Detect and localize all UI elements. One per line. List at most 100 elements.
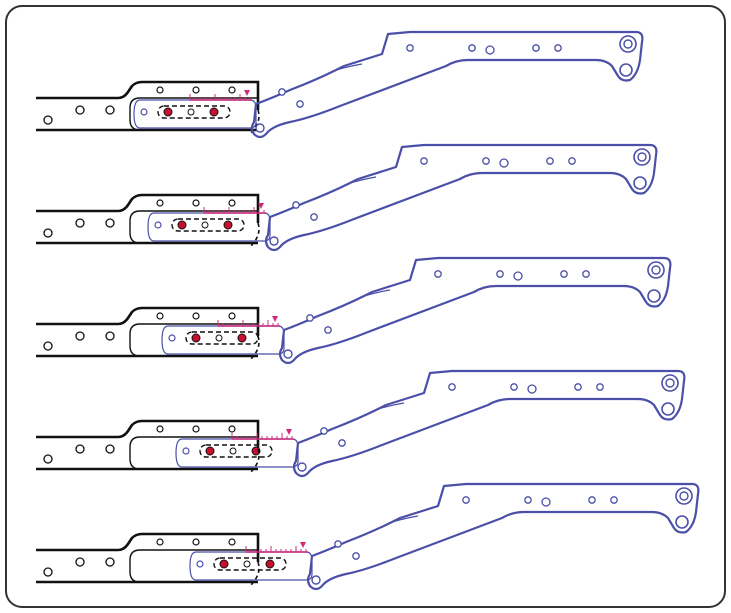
base-top-hole-2 <box>192 199 200 207</box>
base-hole-3 <box>105 105 115 115</box>
arm-hole-5 <box>541 497 551 507</box>
arm-hole-5 <box>499 158 509 168</box>
base-hole-2 <box>75 105 85 115</box>
arm-hole-1 <box>320 427 328 435</box>
base-hole-1 <box>43 228 53 238</box>
base-hole-3 <box>105 444 115 454</box>
slider-hole <box>168 334 176 342</box>
blue-arm-detail <box>377 402 405 410</box>
dashed-slot <box>157 105 231 119</box>
scale-ruler <box>217 316 280 327</box>
blue-arm-detail <box>391 515 419 523</box>
arm-hole-3 <box>406 44 414 52</box>
arm-hole-4 <box>524 496 532 504</box>
arm-hole-3 <box>420 157 428 165</box>
base-end-dashed-arc <box>249 448 260 474</box>
arm-hole-4 <box>482 157 490 165</box>
slot-group <box>171 218 245 232</box>
arm-hole-3 <box>448 383 456 391</box>
slot-hole <box>229 447 237 455</box>
dashed-slot <box>199 444 273 458</box>
arm-hole-5 <box>527 384 537 394</box>
blue-arm-detail <box>363 289 391 297</box>
base-rail <box>36 532 260 584</box>
arm-hole-4 <box>510 383 518 391</box>
base-hole-1 <box>43 341 53 351</box>
ruler-marker <box>300 542 306 548</box>
blue-arm <box>278 256 672 365</box>
rows-group <box>36 30 700 591</box>
base-top-hole-3 <box>228 199 236 207</box>
base-hole-1 <box>43 115 53 125</box>
arm-hole-3 <box>462 496 470 504</box>
scale-ruler <box>245 542 308 553</box>
ruler-marker <box>272 316 278 322</box>
base-top-hole-2 <box>192 86 200 94</box>
arm-hole-2 <box>352 552 360 560</box>
base-top-hole-1 <box>156 199 164 207</box>
slot-group <box>213 557 287 571</box>
arm-hole-7 <box>554 44 562 52</box>
arm-end-hole <box>619 63 633 77</box>
arm-hole-1 <box>292 201 300 209</box>
arm-hole-6 <box>574 383 582 391</box>
arm-end-hole <box>647 289 661 303</box>
base-end-dashed-arc <box>249 335 260 361</box>
slider-hole <box>182 447 190 455</box>
assembly-row-3 <box>36 256 672 365</box>
base-hole-2 <box>75 331 85 341</box>
arm-hole-7 <box>582 270 590 278</box>
arm-hole-4 <box>496 270 504 278</box>
blue-arm <box>292 369 686 478</box>
base-top-hole-1 <box>156 312 164 320</box>
arm-end-boss-inner <box>679 491 689 501</box>
slider-hole <box>196 560 204 568</box>
base-rail <box>36 306 260 358</box>
base-top-hole-3 <box>228 425 236 433</box>
red-pin-2 <box>237 333 247 343</box>
base-hole-1 <box>43 454 53 464</box>
slot-hole <box>201 221 209 229</box>
red-pin-1 <box>191 333 201 343</box>
base-end-dashed-arc <box>249 222 260 248</box>
base-top-hole-1 <box>156 425 164 433</box>
ruler-marker <box>286 429 292 435</box>
base-top-hole-1 <box>156 538 164 546</box>
base-hole-1 <box>43 567 53 577</box>
red-pin-1 <box>219 559 229 569</box>
base-rail-inner-edge <box>129 210 258 244</box>
red-pin-2 <box>209 107 219 117</box>
base-rail <box>36 193 260 245</box>
base-top-hole-2 <box>192 538 200 546</box>
base-rail-inner-edge <box>129 436 258 470</box>
ruler-marker <box>244 90 250 96</box>
ruler-marker <box>258 203 264 209</box>
base-rail-outline <box>36 193 260 245</box>
slot-group <box>185 331 259 345</box>
slot-hole <box>187 108 195 116</box>
arm-pivot-hole <box>297 462 307 472</box>
arm-hole-2 <box>296 100 304 108</box>
red-pin-2 <box>223 220 233 230</box>
arm-pivot-hole <box>311 575 321 585</box>
base-hole-3 <box>105 557 115 567</box>
arm-end-boss-inner <box>637 152 647 162</box>
red-pin-2 <box>265 559 275 569</box>
arm-hole-1 <box>278 88 286 96</box>
base-hole-2 <box>75 444 85 454</box>
slider-hole <box>154 221 162 229</box>
assembly-row-1 <box>36 30 644 139</box>
arm-hole-1 <box>306 314 314 322</box>
arm-hole-7 <box>610 496 618 504</box>
dashed-slot <box>185 331 259 345</box>
slot-group <box>157 105 231 119</box>
base-rail-outline <box>36 306 260 358</box>
arm-hole-6 <box>588 496 596 504</box>
blue-arm <box>306 482 700 591</box>
arm-hole-6 <box>532 44 540 52</box>
base-rail <box>36 419 260 471</box>
arm-hole-1 <box>334 540 342 548</box>
diagram-frame <box>5 5 726 608</box>
arm-hole-2 <box>324 326 332 334</box>
